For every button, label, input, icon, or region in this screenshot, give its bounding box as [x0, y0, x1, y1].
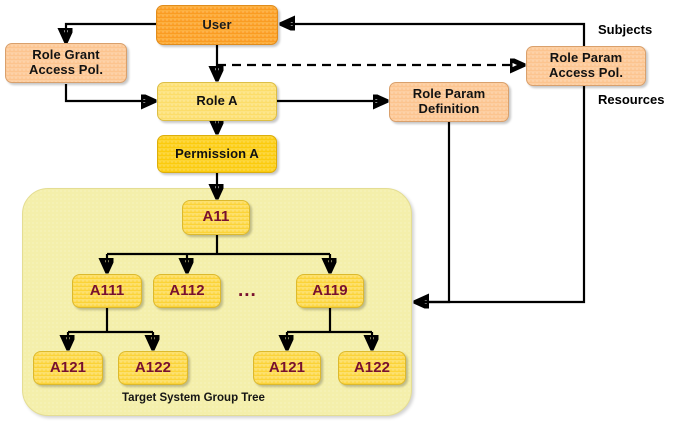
wire-role-param-access-pol-to-user [283, 24, 586, 46]
node-permission-a[interactable]: Permission A [157, 135, 277, 173]
node-role-param-definition[interactable]: Role Param Definition [389, 82, 509, 122]
tree-caption: Target System Group Tree [122, 392, 265, 404]
tree-node-a119-l2-2[interactable]: A119 [296, 274, 364, 308]
tree-node-a11-l1-0[interactable]: A11 [182, 200, 250, 235]
label-subjects: Subjects [598, 22, 653, 37]
node-role-a[interactable]: Role A [157, 82, 277, 121]
tree-node-a121-l3-0[interactable]: A121 [33, 351, 103, 385]
tree-node-a121-l3-2[interactable]: A121 [253, 351, 321, 385]
tree-node-a122-l3-3[interactable]: A122 [338, 351, 406, 385]
tree-node-a122-l3-1[interactable]: A122 [118, 351, 188, 385]
node-role-grant-access-pol[interactable]: Role Grant Access Pol. [5, 43, 127, 83]
node-user[interactable]: User [156, 5, 278, 45]
tree-node-a112-l2-1[interactable]: A112 [153, 274, 221, 308]
wire-role-param-definition-to-tree [417, 122, 451, 304]
wire-user-to-role-grant [66, 22, 156, 40]
node-role-param-access-pol[interactable]: Role Param Access Pol. [526, 46, 646, 86]
label-resources: Resources [598, 92, 665, 107]
wire-role-grant-to-role-a [64, 84, 153, 101]
tree-ellipsis-label: ... [238, 280, 257, 301]
tree-node-a111-l2-0[interactable]: A111 [72, 274, 142, 308]
